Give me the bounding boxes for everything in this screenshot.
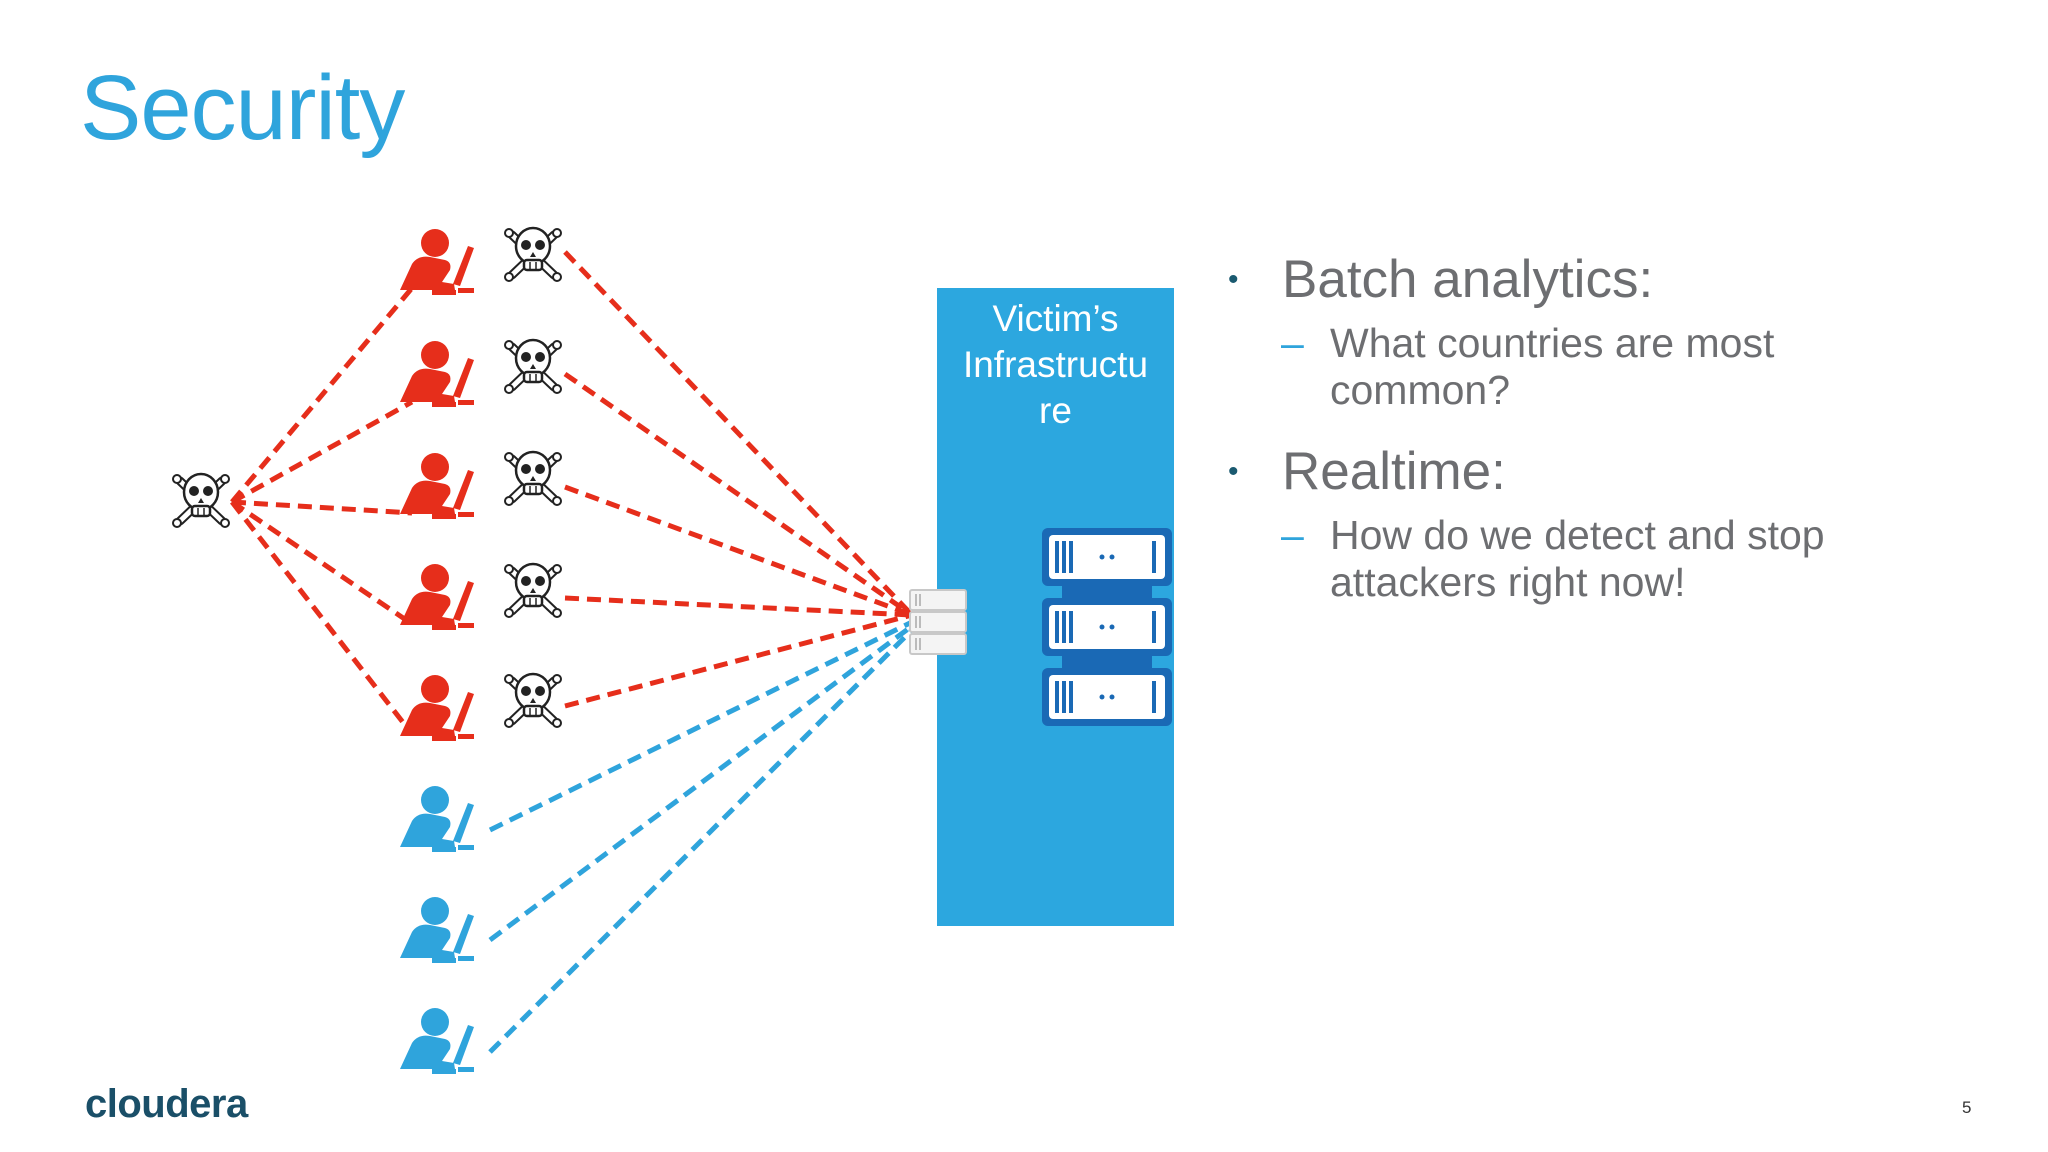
infrastructure-label-line: Infrastructu	[962, 344, 1149, 385]
server-rack-icon	[1042, 528, 1172, 726]
sub-bullet-line: attackers right now!	[1330, 559, 1686, 605]
malicious-user-5	[400, 675, 474, 741]
bullet-list: • Batch analytics: – What countries are …	[1228, 248, 1988, 632]
botnet-attack-lines	[563, 250, 914, 709]
slide-title: Security	[80, 57, 405, 159]
attacker-links	[230, 286, 414, 736]
infrastructure-label-line: Victim’s	[992, 298, 1119, 339]
malicious-user-1	[400, 229, 474, 295]
legitimate-user-2	[400, 897, 474, 963]
bullet-text: Batch analytics:	[1282, 250, 1654, 309]
page-number: 5	[1962, 1098, 1972, 1117]
bullet-text: Realtime:	[1282, 442, 1506, 501]
endpoint-server-icon	[909, 589, 967, 655]
sub-bullet-line: common?	[1330, 367, 1511, 413]
skull-icon	[505, 674, 561, 727]
dash-icon: –	[1281, 512, 1304, 558]
bullet-dot-icon: •	[1228, 263, 1239, 296]
sub-bullet-item: – What countries are most common?	[1228, 320, 1988, 414]
malicious-user-3	[400, 453, 474, 519]
dash-icon: –	[1281, 320, 1304, 366]
malicious-user-4	[400, 564, 474, 630]
skull-icon	[505, 340, 561, 393]
bullet-dot-icon: •	[1228, 455, 1239, 488]
sub-bullet-line: What countries are most	[1330, 320, 1775, 366]
skull-icon	[505, 228, 561, 281]
sub-bullet-item: – How do we detect and stop attackers ri…	[1228, 512, 1988, 606]
legitimate-traffic-lines	[488, 619, 914, 1054]
legitimate-user-1	[400, 786, 474, 852]
bullet-item: • Realtime:	[1228, 440, 1988, 504]
cloudera-logo: cloudera	[85, 1082, 248, 1126]
malicious-user-2	[400, 341, 474, 407]
infrastructure-label: Victim’s Infrastructu re	[937, 296, 1174, 434]
legitimate-user-3	[400, 1008, 474, 1074]
sub-bullet-line: How do we detect and stop	[1330, 512, 1825, 558]
skull-icon	[505, 564, 561, 617]
infrastructure-label-line: re	[1039, 390, 1072, 431]
master-attacker-skull-icon	[173, 474, 229, 527]
skull-icon	[505, 452, 561, 505]
bullet-item: • Batch analytics:	[1228, 248, 1988, 312]
